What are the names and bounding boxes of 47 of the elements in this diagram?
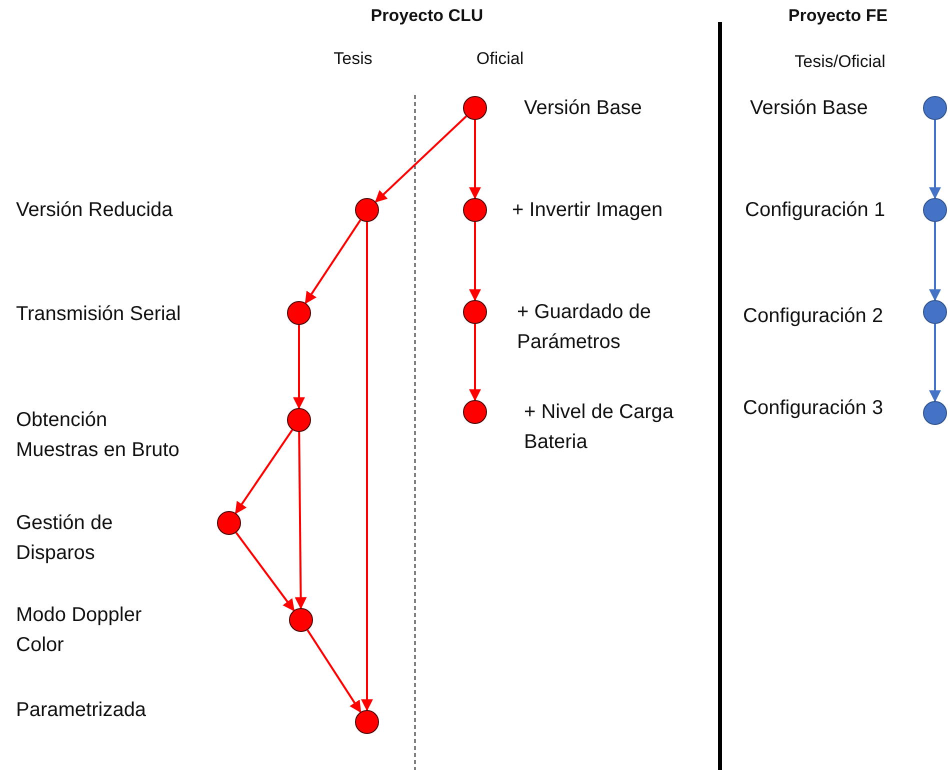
version-label: Versión Base: [750, 96, 869, 121]
version-dot: [463, 96, 487, 120]
version-label: Configuración 1: [745, 198, 886, 223]
version-label: + Invertir Imagen: [512, 198, 664, 223]
arrow: [929, 120, 941, 200]
version-label: Versión Base: [524, 96, 643, 121]
project-heading: Proyecto FE: [788, 6, 888, 26]
arrow: [929, 324, 941, 402]
row-label: Modo Doppler Color: [16, 603, 143, 658]
arrow: [235, 532, 295, 612]
arrow: [374, 116, 467, 203]
version-dot: [463, 198, 487, 222]
arrow: [234, 429, 294, 514]
version-dot: [355, 710, 379, 734]
version-dot: [289, 608, 313, 632]
arrow: [304, 219, 362, 304]
arrow: [306, 630, 362, 713]
row-label: Parametrizada: [16, 698, 148, 723]
arrow: [469, 222, 481, 302]
version-label: + Guardado de Parámetros: [517, 300, 652, 355]
arrow: [293, 325, 305, 410]
version-label: Configuración 2: [743, 304, 884, 329]
row-label: Transmisión Serial: [16, 302, 182, 327]
column-heading: Tesis: [334, 49, 372, 69]
arrow: [929, 222, 941, 302]
version-dot: [287, 408, 311, 432]
version-dot: [923, 300, 947, 324]
arrow: [469, 120, 481, 200]
column-heading: Tesis/Oficial: [794, 52, 886, 72]
row-label: Versión Reducida: [16, 198, 174, 223]
version-dot: [463, 300, 487, 324]
arrow: [361, 222, 373, 712]
version-label: + Nivel de Carga Bateria: [524, 400, 675, 455]
version-dot: [923, 198, 947, 222]
arrow: [469, 324, 481, 402]
version-dot: [923, 96, 947, 120]
row-label: Obtención Muestras en Bruto: [16, 408, 180, 463]
project-heading: Proyecto CLU: [370, 6, 484, 26]
version-dot: [355, 198, 379, 222]
version-dot: [287, 301, 311, 325]
column-heading: Oficial: [476, 49, 524, 69]
arrow: [294, 432, 307, 610]
version-dot: [463, 400, 487, 424]
version-dot: [217, 511, 241, 535]
version-label: Configuración 3: [743, 396, 884, 421]
version-dot: [923, 401, 947, 425]
row-label: Gestión de Disparos: [16, 511, 114, 566]
